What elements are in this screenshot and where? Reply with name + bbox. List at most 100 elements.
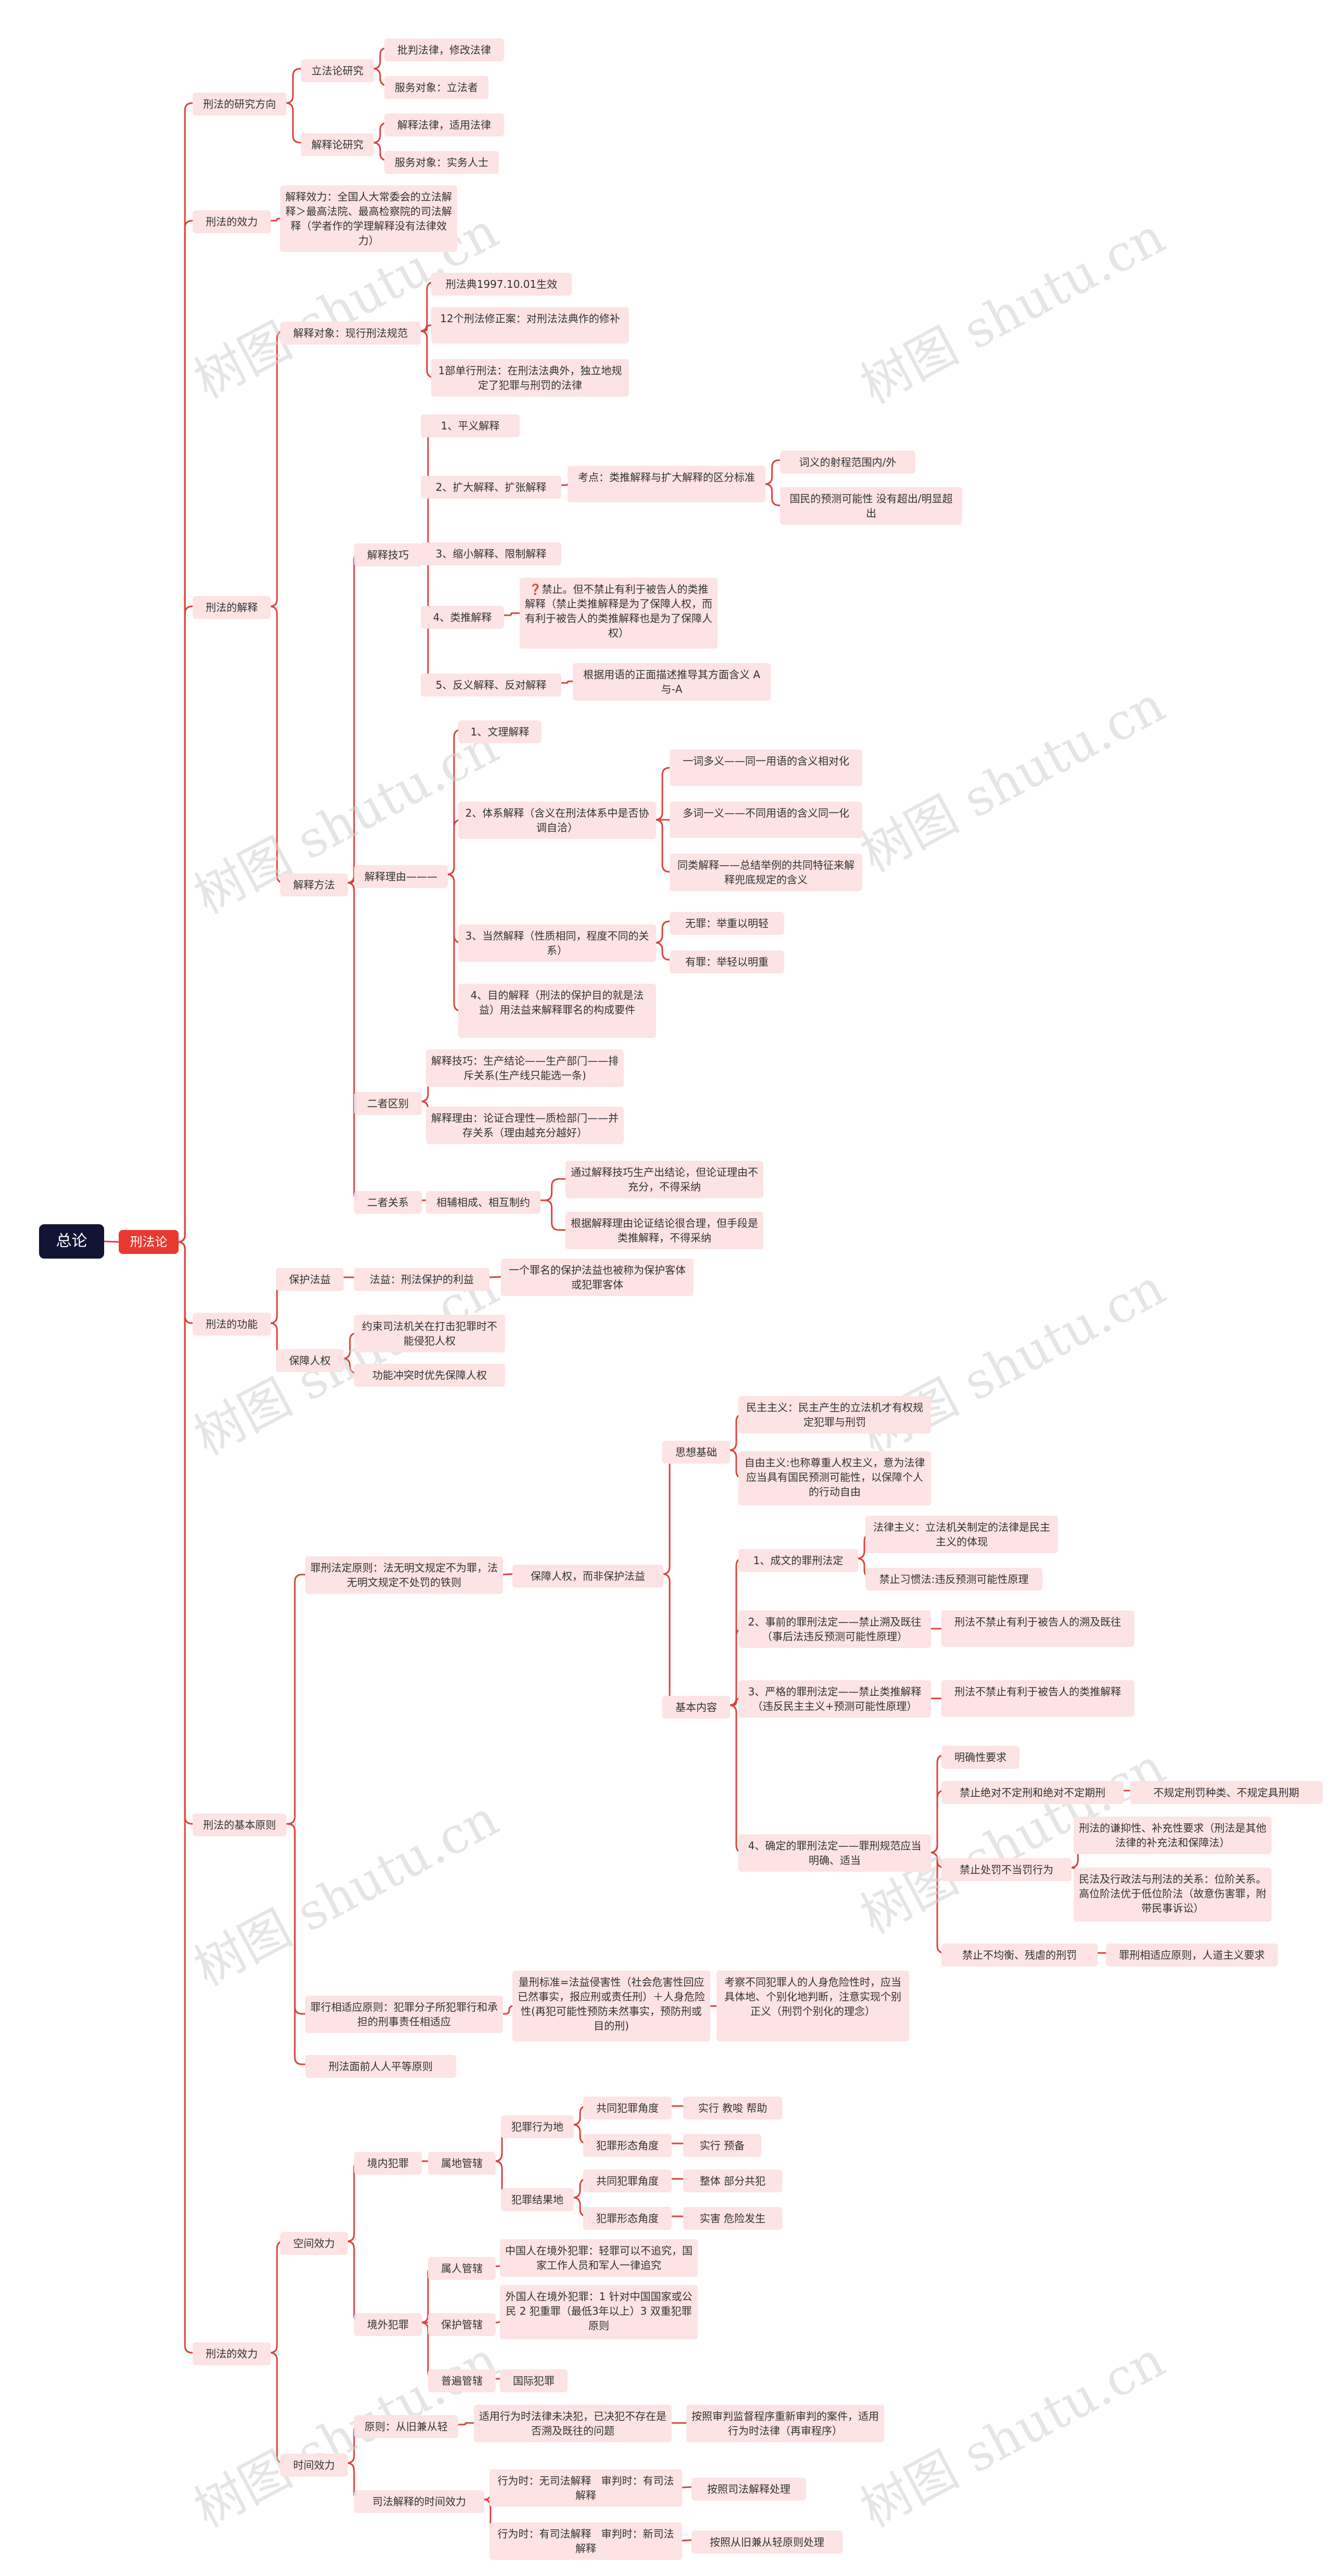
topic-node[interactable]: 司法解释的时间效力 [354, 2490, 484, 2513]
topic-node[interactable]: 外国人在境外犯罪：1 针对中国国家或公民 2 犯重罪（最低3年以上）3 双重犯罪… [500, 2285, 698, 2339]
topic-node[interactable]: 自由主义:也称尊重人权主义，意为法律应当具有国民预测可能性，以保障个人的行动自由 [738, 1451, 931, 1505]
topic-node[interactable]: 二者区别 [354, 1092, 422, 1115]
topic-node[interactable]: 行为时：无司法解释 审判时：有司法解释 [489, 2469, 682, 2507]
topic-node[interactable]: 解释方法 [280, 873, 348, 896]
topic-node[interactable]: 基本内容 [662, 1696, 730, 1719]
topic-node[interactable]: 刑法的基本原则 [193, 1813, 286, 1836]
topic-node[interactable]: 不规定刑罚种类、不规定具刑期 [1130, 1781, 1323, 1804]
topic-node[interactable]: 5、反义解释、反对解释 [421, 674, 561, 696]
topic-node[interactable]: 保护法益 [276, 1268, 344, 1291]
topic-node[interactable]: 民主主义：民主产生的立法机才有权规定犯罪与刑罚 [738, 1396, 931, 1433]
topic-node[interactable]: 实行 教唆 帮助 [683, 2097, 782, 2120]
topic-node[interactable]: 3、严格的罪刑法定——禁止类推解释（违反民主主义+预测可能性原理） [738, 1680, 931, 1718]
topic-node[interactable]: 一个罪名的保护法益也被称为保护客体或犯罪客体 [501, 1259, 694, 1296]
topic-node[interactable]: 刑法的解释 [193, 596, 271, 619]
topic-node[interactable]: 行为时：有司法解释 审判时：新司法解释 [489, 2522, 682, 2560]
topic-node[interactable]: 境外犯罪 [354, 2313, 422, 2336]
topic-node[interactable]: 服务对象：立法者 [384, 76, 488, 99]
topic-node[interactable]: 按照司法解释处理 [691, 2478, 806, 2501]
topic-node[interactable]: 考点：类推解释与扩大解释的区分标准 [568, 466, 765, 502]
topic-node[interactable]: 解释论研究 [301, 133, 374, 156]
topic-node[interactable]: 保护管辖 [428, 2313, 496, 2336]
topic-node[interactable]: 属地管辖 [428, 2152, 496, 2175]
topic-node[interactable]: 刑法面前人人平等原则 [305, 2055, 456, 2078]
topic-node[interactable]: 解释对象：现行刑法规范 [280, 322, 421, 345]
topic-node[interactable]: 刑法的效力 [193, 2342, 271, 2365]
topic-node[interactable]: 解释技巧 [354, 543, 422, 566]
topic-node[interactable]: 无罪：举重以明轻 [670, 912, 784, 935]
topic-node[interactable]: 刑法的谦抑性、补充性要求（刑法是其他法律的补充法和保障法） [1074, 1817, 1272, 1854]
topic-node[interactable]: 禁止绝对不定刑和绝对不定期刑 [941, 1781, 1124, 1804]
topic-node[interactable]: 立法论研究 [301, 59, 374, 82]
topic-node[interactable]: 刑法不禁止有利于被告人的类推解释 [941, 1680, 1134, 1717]
topic-node[interactable]: 有罪：举轻以明重 [670, 950, 784, 973]
topic-node[interactable]: 根据解释理由论证结论很合理，但手段是类推解释，不得采纳 [565, 1212, 763, 1249]
topic-node[interactable]: 2、事前的罪刑法定——禁止溯及既往（事后法违反预测可能性原理） [738, 1610, 931, 1648]
topic-node[interactable]: 罪行相适应原则：犯罪分子所犯罪行和承担的刑事责任相适应 [305, 1996, 503, 2033]
topic-node[interactable]: 国际犯罪 [500, 2369, 568, 2392]
topic-node[interactable]: 共同犯罪角度 [583, 2169, 672, 2192]
topic-node[interactable]: 原则：从旧兼从轻 [354, 2415, 458, 2438]
topic-node[interactable]: 属人管辖 [428, 2257, 496, 2280]
topic-node[interactable]: 2、体系解释（含义在刑法体系中是否协调自洽） [458, 802, 656, 839]
topic-node[interactable]: 功能冲突时优先保障人权 [354, 1364, 505, 1387]
topic-node[interactable]: 思想基础 [662, 1441, 730, 1464]
topic-node[interactable]: 犯罪结果地 [501, 2188, 574, 2211]
topic-node[interactable]: 通过解释技巧生产出结论，但论证理由不充分，不得采纳 [565, 1161, 763, 1198]
topic-node[interactable]: 相辅相成、相互制约 [426, 1191, 540, 1214]
topic-node[interactable]: 约束司法机关在打击犯罪时不能侵犯人权 [354, 1315, 505, 1352]
topic-node[interactable]: 禁止处罚不当罚行为 [941, 1858, 1072, 1881]
topic-node[interactable]: 保障人权 [276, 1349, 344, 1372]
topic-node[interactable]: 刑法不禁止有利于被告人的溯及既往 [941, 1610, 1134, 1647]
topic-node[interactable]: 空间效力 [280, 2232, 348, 2255]
topic-node[interactable]: 1、成文的罪刑法定 [738, 1549, 858, 1572]
topic-node[interactable]: 刑法的效力 [193, 210, 271, 233]
topic-node[interactable]: 禁止不均衡、残虐的刑罚 [941, 1944, 1098, 1966]
topic-node[interactable]: 民法及行政法与刑法的关系：位阶关系。高位阶法优于低位阶法（故意伤害罪，附带民事诉… [1074, 1868, 1272, 1922]
topic-node[interactable]: 明确性要求 [941, 1746, 1020, 1769]
topic-node[interactable]: 多词一义——不同用语的含义同一化 [670, 802, 862, 838]
topic-node[interactable]: 解释理由——— [354, 865, 448, 888]
topic-node[interactable]: 按照审判监督程序重新审判的案件，适用行为时法律（再审程序） [686, 2405, 884, 2442]
topic-node[interactable]: 刑法典1997.10.01生效 [431, 273, 572, 296]
topic-node[interactable]: 12个刑法修正案：对刑法法典作的修补 [431, 307, 629, 344]
topic-node[interactable]: 国民的预测可能性 没有超出/明显超出 [780, 487, 962, 525]
topic-node[interactable]: 一词多义——同一用语的含义相对化 [670, 750, 862, 786]
topic-node[interactable]: 时间效力 [280, 2454, 348, 2477]
topic-node[interactable]: 服务对象：实务人士 [384, 151, 499, 174]
topic-node[interactable]: 罪刑相适应原则，人道主义要求 [1106, 1944, 1278, 1966]
topic-node[interactable]: 中国人在境外犯罪：轻罪可以不追究，国家工作人员和军人一律追究 [500, 2239, 698, 2277]
topic-node[interactable]: 1、平义解释 [421, 414, 520, 437]
topic-node[interactable]: 考察不同犯罪人的人身危险性时，应当具体地、个别化地判断，注意实现个别正义（刑罚个… [716, 1971, 909, 2041]
topic-node[interactable]: 法益：刑法保护的利益 [354, 1268, 489, 1291]
topic-node[interactable]: 按照从旧兼从轻原则处理 [691, 2531, 842, 2554]
topic-node[interactable]: 词义的射程范围内/外 [780, 451, 915, 474]
topic-node[interactable]: 1、文理解释 [458, 720, 542, 743]
topic-node[interactable]: 批判法律，修改法律 [384, 39, 504, 61]
topic-node[interactable]: 4、类推解释 [421, 606, 504, 629]
topic-node[interactable]: 犯罪形态角度 [583, 2134, 672, 2157]
topic-node[interactable]: 犯罪形态角度 [583, 2207, 672, 2230]
topic-node[interactable]: 实害 危险发生 [683, 2207, 782, 2230]
topic-node[interactable]: 罪刑法定原则：法无明文规定不为罪，法无明文规定不处罚的铁则 [305, 1556, 503, 1594]
topic-node[interactable]: 1部单行刑法：在刑法法典外，独立地规定了犯罪与刑罚的法律 [431, 359, 629, 397]
topic-node[interactable]: 4、确定的罪刑法定——罪刑规范应当明确、适当 [738, 1834, 931, 1872]
topic-node[interactable]: 适用行为时法律未决犯，已决犯不存在是否溯及既往的问题 [474, 2405, 672, 2442]
topic-node[interactable]: 3、当然解释（性质相同，程度不同的关系） [458, 924, 656, 962]
topic-node[interactable]: 量刑标准=法益侵害性（社会危害性回应已然事实，报应刑或责任刑）＋人身危险性(再犯… [512, 1971, 710, 2041]
topic-node[interactable]: 整体 部分共犯 [683, 2169, 782, 2192]
topic-node[interactable]: 二者关系 [354, 1191, 422, 1214]
topic-node[interactable]: 境内犯罪 [354, 2152, 422, 2175]
topic-node[interactable]: 4、目的解释（刑法的保护目的就是法益）用法益来解释罪名的构成要件 [458, 984, 656, 1038]
topic-node[interactable]: 保障人权，而非保护法益 [512, 1565, 663, 1588]
topic-node[interactable]: 解释理由：论证合理性—质检部门——并存关系（理由越充分越好） [426, 1107, 624, 1144]
topic-node[interactable]: 普遍管辖 [428, 2369, 496, 2392]
root-topic[interactable]: 总论 [39, 1224, 104, 1259]
topic-node[interactable]: 法律主义：立法机关制定的法律是民主主义的体现 [865, 1516, 1058, 1553]
topic-node[interactable]: 2、扩大解释、扩张解释 [421, 476, 561, 499]
topic-node[interactable]: 刑法的功能 [193, 1313, 271, 1336]
topic-node[interactable]: 解释法律，适用法律 [384, 113, 504, 136]
topic-node[interactable]: 解释效力：全国人大常委会的立法解释＞最高法院、最高检察院的司法解释（学者作的学理… [280, 185, 457, 252]
topic-node[interactable]: 刑法的研究方向 [193, 93, 286, 116]
topic-node[interactable]: 犯罪行为地 [501, 2115, 574, 2138]
